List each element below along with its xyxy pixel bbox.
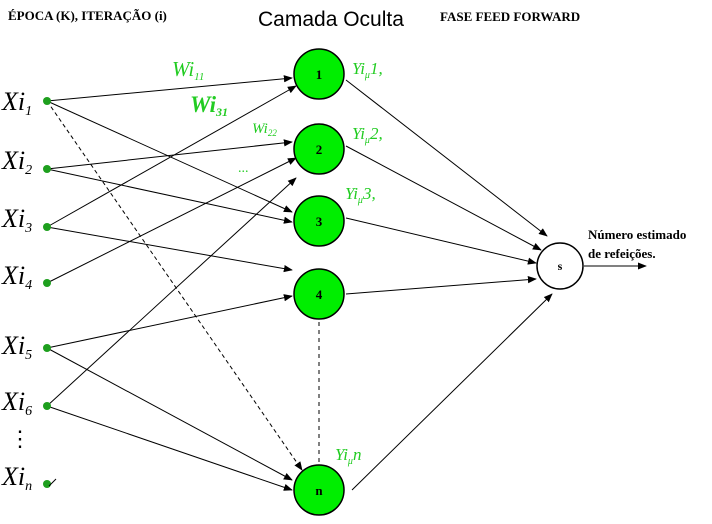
- input-x6: Xi6: [1, 387, 51, 419]
- feed-forward-phase-label: FASE FEED FORWARD: [440, 9, 580, 24]
- edge-x2-h3: [46, 168, 293, 224]
- hidden-node-n: n: [293, 464, 345, 516]
- input-x2: Xi2: [1, 146, 51, 178]
- input-xn: Xin: [1, 462, 57, 494]
- output-description-line1: Número estimado: [588, 227, 686, 242]
- output-node-s: s: [536, 242, 584, 290]
- hidden-layer-title: Camada Oculta: [258, 8, 404, 31]
- input-xn-tick: [48, 478, 57, 487]
- svg-text:4: 4: [316, 287, 323, 302]
- svg-text:Xi6: Xi6: [1, 387, 32, 419]
- svg-text:Xi3: Xi3: [1, 204, 32, 236]
- edge-x1-h1: [46, 75, 293, 102]
- output-label-y1: Yiμ1,: [352, 59, 383, 81]
- hidden-node-2: 2: [293, 123, 345, 175]
- hidden-node-4: 4: [293, 268, 345, 320]
- edge-x2-h2: [46, 139, 293, 170]
- edge-hn-s: [351, 293, 553, 491]
- edge-h2-s: [345, 145, 542, 251]
- output-label-y2: Yiμ2,: [352, 124, 383, 146]
- edge-x3-h1: [46, 85, 297, 228]
- hidden-output-connections: [345, 79, 647, 491]
- svg-text:Xin: Xin: [1, 462, 32, 494]
- edge-x1-hn: [46, 100, 303, 471]
- edge-x1-h3: [46, 100, 293, 213]
- svg-text:3: 3: [316, 214, 323, 229]
- svg-text:2: 2: [316, 142, 323, 157]
- input-node-dot: [43, 223, 51, 231]
- edge-x6-h3: [46, 177, 297, 407]
- svg-text:Xi5: Xi5: [1, 331, 32, 363]
- output-label-y3: Yiμ3,: [345, 184, 376, 206]
- edge-x5-hn: [46, 347, 293, 481]
- weight-label-w22: Wi22: [252, 121, 277, 138]
- input-x3: Xi3: [1, 204, 51, 236]
- input-node-dot: [43, 97, 51, 105]
- svg-text:1: 1: [316, 67, 323, 82]
- hidden-node-3: 3: [293, 195, 345, 247]
- input-x4: Xi4: [1, 261, 51, 293]
- edge-x3-h4: [46, 226, 293, 273]
- weight-labels: Wi11 Wi31 Wi22 ...: [172, 57, 277, 176]
- input-node-dot: [43, 480, 51, 488]
- hidden-layer: 1 2 3 4 n: [293, 48, 345, 516]
- weight-label-w31: Wi31: [190, 92, 228, 119]
- svg-text:Xi1: Xi1: [1, 87, 32, 119]
- input-node-dot: [43, 402, 51, 410]
- hidden-output-labels: Yiμ1, Yiμ2, Yiμ3, Yiμn: [335, 59, 383, 467]
- output-description-line2: de refeições.: [588, 246, 656, 261]
- input-x5: Xi5: [1, 331, 51, 363]
- edge-h4-s: [345, 276, 537, 295]
- svg-text:Xi2: Xi2: [1, 146, 32, 178]
- weight-label-w11: Wi11: [172, 57, 204, 83]
- edge-x6-hn: [46, 405, 293, 491]
- edge-x5-h4: [46, 294, 293, 349]
- input-x1: Xi1: [1, 87, 51, 119]
- input-node-dot: [43, 344, 51, 352]
- input-node-dot: [43, 279, 51, 287]
- svg-text:s: s: [558, 259, 563, 273]
- edge-h3-s: [345, 217, 537, 265]
- weight-ellipsis: ...: [238, 161, 249, 176]
- output-label-yn: Yiμn: [335, 445, 361, 467]
- hidden-node-1: 1: [293, 48, 345, 100]
- svg-text:n: n: [315, 483, 323, 498]
- edge-h1-s: [345, 79, 548, 237]
- edge-x4-h2: [46, 157, 297, 284]
- svg-text:Xi4: Xi4: [1, 261, 32, 293]
- input-hidden-connections: [46, 75, 303, 491]
- input-node-dot: [43, 165, 51, 173]
- input-layer: Xi1 Xi2 Xi3 Xi4 Xi5 Xi6 ⋮ Xin: [1, 87, 57, 494]
- epoch-iteration-label: ÉPOCA (K), ITERAÇÃO (i): [8, 8, 167, 23]
- input-vertical-ellipsis: ⋮: [9, 426, 31, 451]
